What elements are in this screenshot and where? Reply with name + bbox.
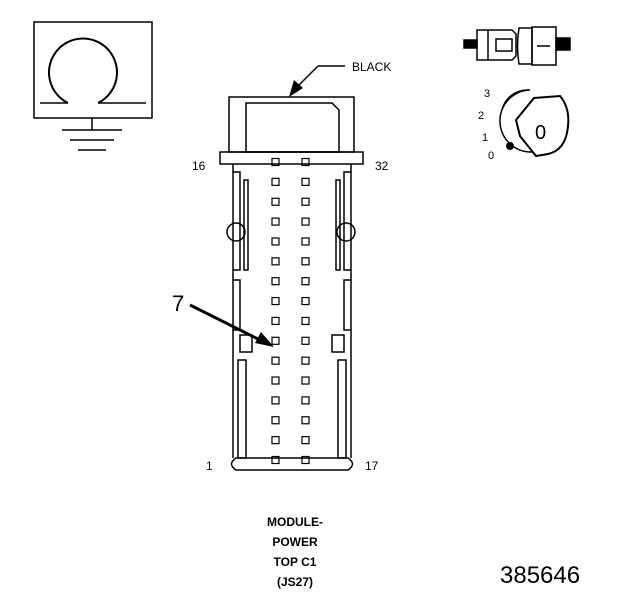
- pin-cavity: [271, 416, 280, 425]
- pin-cavity: [301, 356, 310, 365]
- pin-cavity: [271, 376, 280, 385]
- pin-cavity: [301, 416, 310, 425]
- pin-cavity: [301, 316, 310, 326]
- pin-cavity: [271, 257, 280, 266]
- pin-cavity: [271, 316, 280, 326]
- figure-number: 385646: [500, 562, 581, 589]
- pin-cavity: [271, 237, 280, 246]
- pin-cavity: [271, 436, 280, 445]
- caption-line-3: TOP C1: [273, 555, 317, 569]
- connector-caption: MODULE- POWER TOP C1 (JS27): [200, 512, 390, 592]
- pin-label-32: 32: [375, 159, 389, 173]
- pin-label-1: 1: [206, 459, 213, 473]
- pin-cavity: [271, 277, 280, 286]
- pin-cavity: [271, 177, 280, 186]
- pin-cavity: [301, 217, 310, 226]
- pin-cavity: [301, 197, 310, 206]
- pin-cavities: [271, 157, 310, 465]
- pin-cavity: [271, 455, 280, 465]
- key-position-2: 2: [478, 110, 484, 122]
- ground-symbol-icon: [33, 21, 153, 151]
- pin-cavity: [301, 455, 310, 465]
- connector-body: [219, 96, 364, 471]
- key-symbol: 0: [535, 122, 546, 144]
- pin-cavity: [301, 237, 310, 246]
- pin-cavity: [301, 277, 310, 286]
- pin-cavity: [301, 376, 310, 385]
- caption-line-1: MODULE-: [267, 515, 323, 529]
- caption-line-2: POWER: [272, 535, 318, 549]
- key-position-0: 0: [488, 150, 494, 162]
- pin-cavity: [301, 177, 310, 186]
- caption-line-4: (JS27): [276, 575, 314, 589]
- pin-cavity: [271, 396, 280, 405]
- pin-label-17: 17: [365, 459, 379, 473]
- pin-cavity: [301, 396, 310, 405]
- pin-cavity: [301, 257, 310, 266]
- color-leader-arrow: [289, 65, 345, 97]
- connector-side-view-icon: [463, 26, 571, 66]
- pin-cavity: [271, 296, 280, 306]
- pin-cavity: [271, 157, 280, 167]
- pin-callout-label: 7: [172, 291, 184, 316]
- key-position-1: 1: [482, 132, 488, 144]
- pin-label-16: 16: [192, 159, 206, 173]
- pin-cavity: [271, 356, 280, 365]
- pin-cavity: [301, 336, 310, 345]
- pin-cavity: [271, 217, 280, 226]
- pin-cavity: [271, 197, 280, 206]
- key-indicator-icon: [499, 89, 570, 158]
- pin-cavity: [301, 157, 310, 167]
- key-position-3: 3: [484, 88, 490, 100]
- pin-cavity: [301, 296, 310, 306]
- pin-cavity: [271, 336, 280, 345]
- pin-cavity: [301, 436, 310, 445]
- pin-callout-arrow: [189, 303, 274, 347]
- connector-color-label: BLACK: [352, 60, 391, 74]
